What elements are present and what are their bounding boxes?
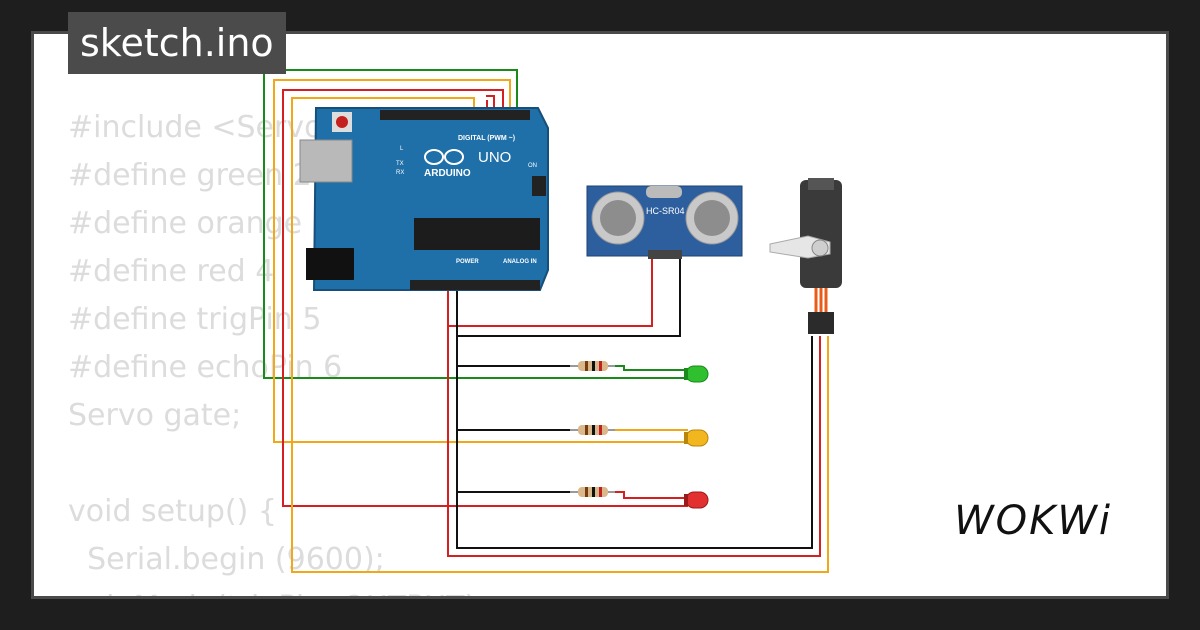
power-label: POWER xyxy=(456,259,479,265)
servo-motor[interactable] xyxy=(769,178,842,334)
analog-label: ANALOG IN xyxy=(503,259,537,265)
atmega-chip xyxy=(414,218,540,250)
icsp-header xyxy=(532,176,546,196)
sensor-pin-header xyxy=(648,250,682,259)
l-label: L xyxy=(400,146,404,152)
simulator-canvas[interactable]: #include <Servo.h>#define green 2#define… xyxy=(31,31,1169,599)
brand-label: ARDUINO xyxy=(424,168,471,179)
power-analog-header xyxy=(410,280,540,290)
wire-5v-servo xyxy=(447,284,821,557)
file-title-tab[interactable]: sketch.ino xyxy=(68,12,286,74)
wire-gnd-sensor xyxy=(457,258,681,337)
wire-gnd-main xyxy=(456,284,813,549)
uno-label: UNO xyxy=(478,149,511,166)
wire-res-led1 xyxy=(615,365,688,371)
code-line: void setup() { xyxy=(68,494,277,529)
sensor-crystal xyxy=(646,186,682,198)
led-red[interactable] xyxy=(684,491,709,509)
servo-cable xyxy=(814,288,828,312)
led-green[interactable] xyxy=(684,365,709,383)
digital-header xyxy=(380,110,530,120)
rx-label: RX xyxy=(396,170,404,176)
tx-label: TX xyxy=(396,161,404,167)
wire-orange xyxy=(273,79,688,443)
servo-connector xyxy=(808,312,834,334)
resistors xyxy=(570,361,615,497)
ultrasonic-sensor[interactable]: HC-SR04 xyxy=(586,185,743,259)
servo-body xyxy=(800,180,842,288)
leds xyxy=(684,365,709,509)
code-line: pinMode(trigPin, OUTPUT); xyxy=(68,584,486,596)
on-label: ON xyxy=(528,163,537,169)
wire-res-led3 xyxy=(615,491,688,499)
arduino-uno-board[interactable]: DIGITAL (PWM ~) ARDUINO UNO ON TX RX L P… xyxy=(299,107,549,291)
sensor-receiver-mesh xyxy=(694,200,730,236)
led-orange[interactable] xyxy=(684,429,709,447)
digital-label: DIGITAL (PWM ~) xyxy=(458,135,515,142)
code-line: Servo gate; xyxy=(68,398,242,433)
wire-red xyxy=(282,89,688,507)
wokwi-logo: WOKWi xyxy=(954,498,1112,544)
code-line: #define red 4 xyxy=(68,254,275,289)
wire-trig xyxy=(486,95,495,112)
sensor-transmitter-mesh xyxy=(600,200,636,236)
code-line: #define echoPin 6 xyxy=(68,350,343,385)
resistor-1 xyxy=(570,361,615,371)
code-line: #define trigPin 5 xyxy=(68,302,322,337)
resistor-2 xyxy=(570,425,615,435)
usb-port xyxy=(299,139,353,183)
wires xyxy=(263,69,829,573)
arduino-logo-icon xyxy=(424,149,464,165)
servo-mount xyxy=(808,178,834,190)
sensor-name-label: HC-SR04 xyxy=(646,206,685,216)
reset-button-cap[interactable] xyxy=(336,116,348,128)
resistor-3 xyxy=(570,487,615,497)
power-jack xyxy=(306,248,354,280)
wire-servo-signal xyxy=(291,97,829,573)
servo-shaft xyxy=(811,239,829,257)
circuit-diagram: DIGITAL (PWM ~) ARDUINO UNO ON TX RX L P… xyxy=(263,69,842,573)
